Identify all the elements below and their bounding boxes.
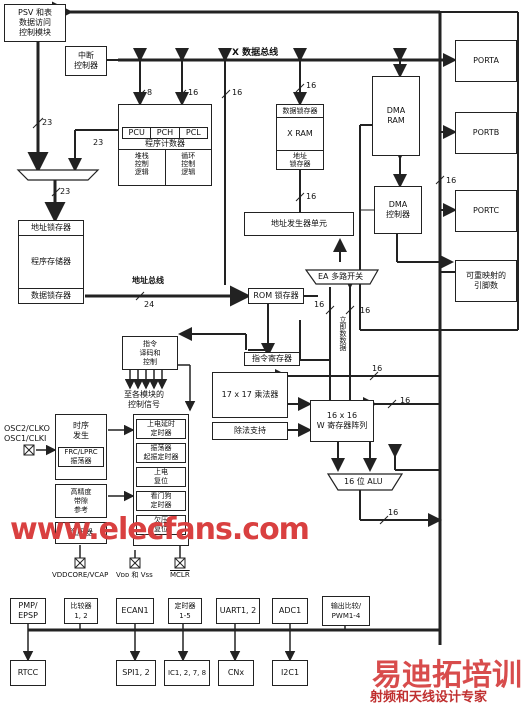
stack-control-logic: 堆栈 控制 逻辑 xyxy=(119,150,166,185)
control-signals-label: 至各模块的 控制信号 xyxy=(124,390,164,409)
ea-mux-label: EA 多路开关 xyxy=(318,272,364,281)
brownout-reset: 欠压 复位 xyxy=(136,515,186,535)
pcu-register: PCU xyxy=(123,128,152,138)
osc-pin-label: OSC2/CLKO OSC1/CLKI xyxy=(4,424,50,443)
remappable-pins: 可重映射的 引脚数 xyxy=(455,260,517,302)
input-capture: IC1, 2, 7, 8 xyxy=(164,660,210,686)
address-bus-label: 地址总线 xyxy=(132,276,164,285)
watchdog-timer: 看门狗 定时器 xyxy=(136,491,186,511)
literal-data-label: 立即数数据 xyxy=(339,316,347,351)
address-generator-unit: 地址发生器单元 xyxy=(244,212,354,236)
timers: 定时器 1-5 xyxy=(168,598,202,624)
vdd-vss-pin-label: Vᴅᴅ 和 Vss xyxy=(116,571,153,579)
porta: PORTA xyxy=(455,40,517,82)
comparator: 比较器 1, 2 xyxy=(64,598,98,624)
address-latch: 地址锁存器 xyxy=(19,221,83,236)
ecan1: ECAN1 xyxy=(116,598,154,624)
bus-width-16-xram: 16 xyxy=(306,81,317,90)
bus-width-23-pc: 23 xyxy=(93,138,104,147)
rtcc: RTCC xyxy=(10,660,46,686)
bus-width-16-ea2: 16 xyxy=(360,306,371,315)
program-memory: 程序存储器 xyxy=(31,257,71,266)
power-up-timer: 上电延时 定时器 xyxy=(136,419,186,439)
xram-address-latch: 地址 锁存器 xyxy=(277,150,323,169)
rom-latch: ROM 锁存器 xyxy=(248,288,304,304)
pch-register: PCH xyxy=(151,128,180,138)
ea-mux-shape xyxy=(304,269,380,285)
pmp-epsp: PMP/ EPSP xyxy=(10,598,46,624)
alu-shape xyxy=(326,473,404,491)
w-register-array: 16 x 16 W 寄存器阵列 xyxy=(310,400,374,442)
bus-width-24: 24 xyxy=(144,300,155,309)
portc: PORTC xyxy=(455,190,517,232)
dma-controller: DMA 控制器 xyxy=(374,186,422,234)
program-counter-label: 程序计数器 xyxy=(145,139,185,148)
address-mux xyxy=(16,169,100,181)
bus-width-16-bus: 16 xyxy=(232,88,243,97)
bus-width-16-pch: 16 xyxy=(188,88,199,97)
x-data-bus-label: X 数据总线 xyxy=(232,48,279,58)
timing-generation: 时序 发生 xyxy=(73,421,89,440)
precision-bandgap-reference: 高精度 带隙 参考 xyxy=(55,484,107,518)
bus-width-16-w: 16 xyxy=(400,396,411,405)
program-memory-block: 地址锁存器 程序存储器 数据锁存器 xyxy=(18,220,84,304)
vddcore-pin-label: VDDCORE/VCAP xyxy=(52,571,109,579)
xram-data-latch: 数据锁存器 xyxy=(277,105,323,118)
interrupt-controller: 中断 控制器 xyxy=(65,46,107,76)
spi: SPI1, 2 xyxy=(116,660,156,686)
oscillator-startup-timer: 振荡器 起振定时器 xyxy=(136,443,186,463)
bus-width-8: 8 xyxy=(147,88,153,97)
pcl-register: PCL xyxy=(185,128,201,137)
uart: UART1, 2 xyxy=(216,598,260,624)
change-notification: CNx xyxy=(218,660,254,686)
alu-label: 16 位 ALU xyxy=(344,477,383,486)
multiplier-17x17: 17 x 17 乘法器 xyxy=(212,372,288,418)
instruction-decode-control: 指令 译码和 控制 xyxy=(122,336,178,370)
data-latch: 数据锁存器 xyxy=(19,288,83,303)
bus-width-16-agu: 16 xyxy=(306,192,317,201)
xram: X RAM xyxy=(287,129,313,138)
watermark-brand: 易迪拓培训 xyxy=(372,658,522,693)
bus-width-16-alu: 16 xyxy=(388,508,399,517)
watermark-slogan: 射频和天线设计专家 xyxy=(370,690,488,705)
output-compare-pwm: 输出比较/ PWM1-4 xyxy=(322,596,370,626)
instruction-register: 指令寄存器 xyxy=(244,352,300,366)
xram-block: 数据锁存器 X RAM 地址 锁存器 xyxy=(276,104,324,170)
bus-width-16-mult: 16 xyxy=(372,364,383,373)
frc-lprc-oscillator: FRC/LPRC 振荡器 xyxy=(58,447,104,467)
program-counter-block: PCU PCH PCL 程序计数器 堆栈 控制 逻辑 循环 控制 逻辑 xyxy=(118,104,212,186)
bus-width-16-trunk: 16 xyxy=(446,176,457,185)
dma-ram: DMA RAM xyxy=(372,76,420,156)
bus-width-16-ea1: 16 xyxy=(314,300,325,309)
portb: PORTB xyxy=(455,112,517,154)
reset-timer-stack: 上电延时 定时器 振荡器 起振定时器 上电 复位 看门狗 定时器 欠压 复位 xyxy=(133,414,189,546)
loop-control-logic: 循环 控制 逻辑 xyxy=(181,152,196,176)
power-on-reset: 上电 复位 xyxy=(136,467,186,487)
psv-block: PSV 和表 数据访问 控制模块 xyxy=(4,4,66,42)
watermark-site: www.elecfans.com xyxy=(10,512,310,547)
bus-width-23-psv: 23 xyxy=(42,118,53,127)
mclr-pin-label: MCLR xyxy=(170,571,190,579)
divide-support: 除法支持 xyxy=(212,422,288,440)
i2c1: I2C1 xyxy=(272,660,308,686)
adc1: ADC1 xyxy=(272,598,308,624)
voltage-regulator: 稳压器 xyxy=(55,522,107,544)
bus-width-23-mux: 23 xyxy=(60,187,71,196)
timing-generation-block: 时序 发生 FRC/LPRC 振荡器 xyxy=(55,414,107,480)
